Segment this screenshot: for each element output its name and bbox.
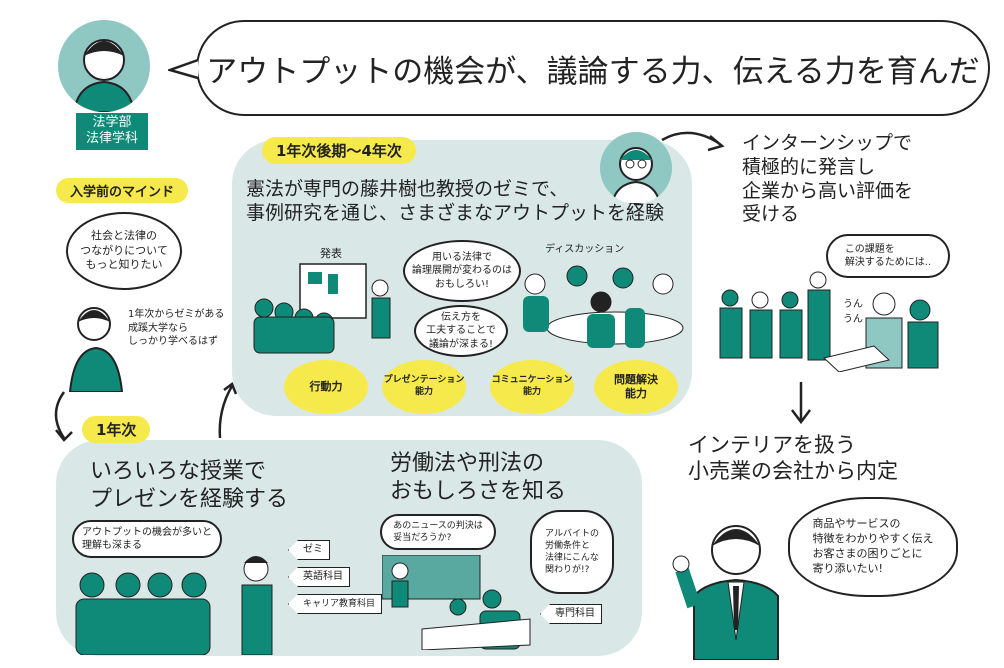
- later-years-headline: 憲法が専門の藤井樹也教授のゼミで、 事例研究を通じ、さまざまなアウトプットを経験: [246, 178, 665, 224]
- presentation-scene-icon: [253, 263, 391, 354]
- discussion-label: ディスカッション: [545, 244, 625, 255]
- page-title: アウトプットの機会が、議論する力、伝える力を育んだ: [206, 53, 980, 90]
- later-bubble-1: 用いる法律で 論理展開が変わるのは おもしろい!: [403, 240, 521, 302]
- first-year-headline-right: 労働法や刑法の おもしろさを知る: [390, 451, 567, 504]
- professor-icon: [610, 147, 662, 204]
- flag-career: キャリア教育科目: [288, 594, 383, 614]
- before-tag: 入学前のマインド: [56, 178, 189, 203]
- professor-avatar: [600, 132, 672, 204]
- before-thought: 社会と法律の つながりについて もっと知りたい: [66, 212, 182, 290]
- presentation-label: 発表: [320, 247, 342, 260]
- internship-murmur: うん うん: [843, 299, 863, 325]
- first-year-bubble-left: アウトプットの機会が多いと 理解も深まる: [72, 520, 222, 558]
- first-year-bubble-right-1: あのニュースの判決は 妥当だろうか?: [380, 514, 496, 550]
- flag-seminar: ゼミ: [288, 540, 330, 560]
- later-years-tag: 1年次後期〜4年次: [262, 137, 416, 164]
- student-thinking-icon: [68, 307, 124, 392]
- first-year-tag: 1年次: [82, 416, 151, 443]
- skill-action: 行動力: [284, 360, 368, 414]
- lecture-scene-icon: [382, 555, 531, 650]
- first-year-bubble-right-2: アルバイトの 労働条件と 法律にこんな 関わりが!?: [530, 510, 614, 594]
- profile-avatar: [58, 20, 150, 112]
- flag-specialized: 専門科目: [540, 604, 602, 624]
- arrow-up-icon: [218, 382, 238, 439]
- later-bubble-2: 伝え方を 工夫することで 議論が深まる!: [414, 305, 508, 357]
- flag-english: 英語科目: [288, 567, 350, 587]
- before-note: 1年次からゼミがある 成蹊大学なら しっかり学べるはず: [128, 309, 225, 347]
- student-icon: [72, 39, 136, 112]
- bubble-tail: [168, 58, 199, 80]
- offer-bubble: 商品やサービスの 特徴をわかりやすく伝え お客さまの困りごとに 寄り添いたい!: [788, 497, 958, 597]
- arrow-down-icon: [54, 391, 73, 442]
- offer-headline: インテリアを扱う 小売業の会社から内定: [688, 433, 898, 484]
- skill-presentation: プレゼンテーション 能力: [382, 360, 466, 414]
- department-label: 法学部 法律学科: [76, 113, 148, 150]
- arrow-right-icon: [661, 131, 725, 152]
- internship-headline: インターンシップで 積極的に発言し 企業から高い評価を 受ける: [742, 132, 914, 226]
- internship-bubble: この課題を 解決するためには..: [826, 234, 950, 278]
- first-year-headline-left: いろいろな授業で プレゼンを経験する: [90, 459, 289, 512]
- skill-problem-solving: 問題解決 能力: [594, 360, 678, 414]
- discussion-scene-icon: [523, 265, 684, 348]
- internship-meeting-icon: [719, 271, 939, 372]
- title-bubble: アウトプットの機会が、議論する力、伝える力を育んだ: [196, 20, 990, 116]
- arrow-down-icon: [791, 382, 811, 425]
- skill-communication: コミュニケーション 能力: [490, 360, 574, 414]
- new-graduate-icon: [672, 525, 779, 660]
- classroom-presentation-icon: [75, 556, 273, 655]
